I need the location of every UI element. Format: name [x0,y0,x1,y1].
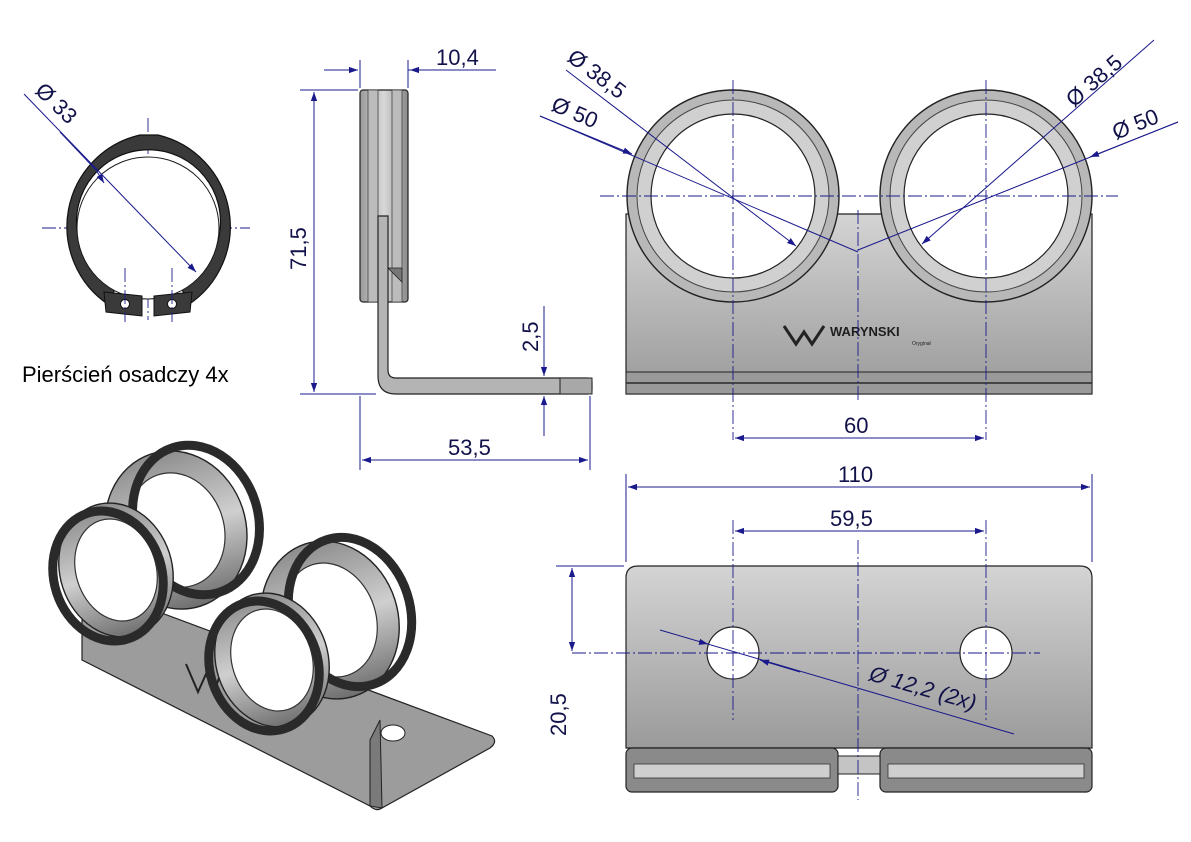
ring-diameter-label: Ø 33 [31,78,83,129]
center-spacing-label: 60 [844,413,868,438]
total-width-label: 110 [838,462,873,487]
ring-caption: Pierścień osadczy 4x [22,362,229,387]
svg-text:WARYNSKI: WARYNSKI [830,324,900,339]
bottom-view: 110 59,5 20,5 Ø 12,2 (2x) [546,462,1093,800]
retaining-ring-view: Ø 33 Pierścień osadczy 4x [22,78,250,387]
left-outer-label: Ø 50 [548,92,602,134]
left-inner-label: Ø 38,5 [563,44,631,104]
waryski-logo: WARYNSKI Oryginał [782,324,932,347]
hole-spacing-label: 59,5 [830,506,873,531]
right-inner-label: Ø 38,5 [1061,50,1127,112]
side-height-label: 71,5 [286,227,311,270]
front-view: WARYNSKI Oryginał Ø 38,5 Ø 50 Ø 38,5 Ø 5… [539,39,1179,442]
isometric-view [48,440,496,811]
hole-offset-label: 20,5 [546,693,571,736]
plate-thickness-label: 2,5 [518,321,543,352]
svg-text:Oryginał: Oryginał [912,341,932,347]
side-view: 10,4 71,5 2,5 53,5 [286,45,593,470]
retaining-ring-shape [66,134,231,306]
side-width-label: 10,4 [436,45,479,70]
base-depth-label: 53,5 [448,435,491,460]
